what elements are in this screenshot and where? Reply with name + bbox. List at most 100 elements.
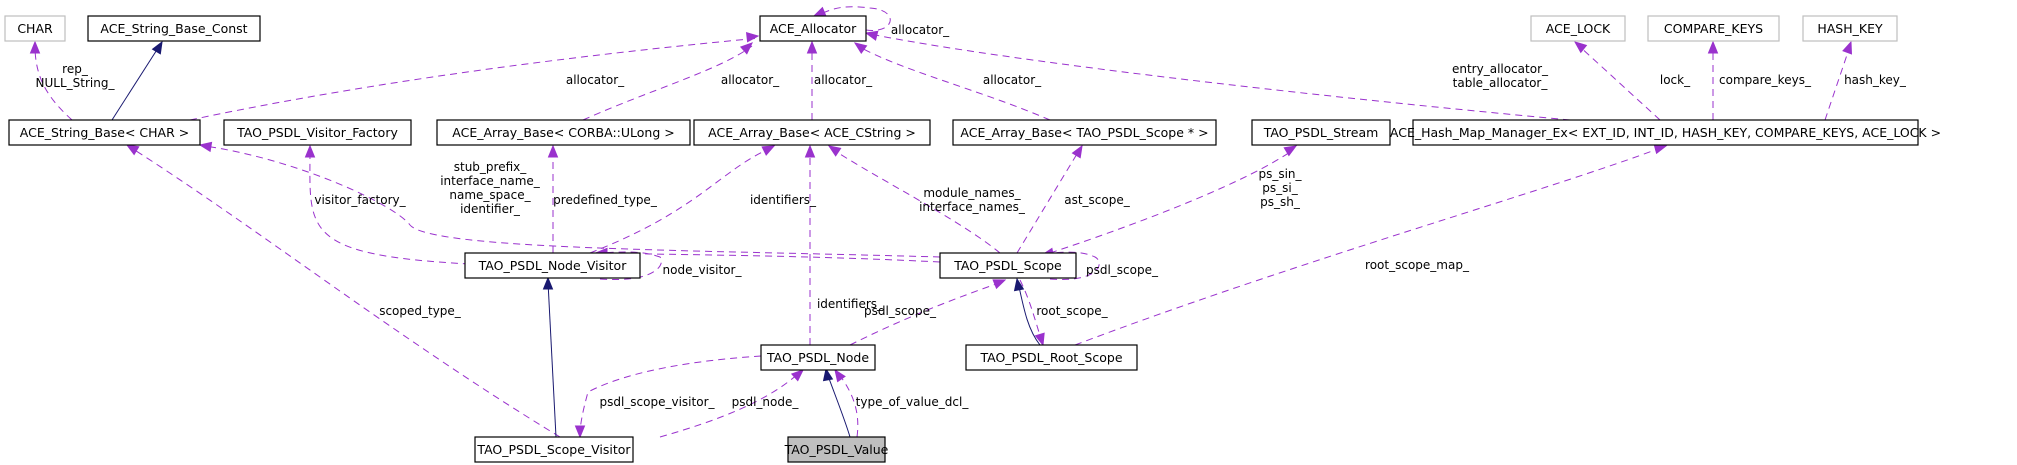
edge-tao-psdl-scope-visitor-to-ace-string-base-char-line: [129, 146, 561, 438]
class-node-ace-hash-map-manager-ex[interactable]: ACE_Hash_Map_Manager_Ex< EXT_ID, INT_ID,…: [1390, 119, 1941, 146]
usage-arrow-icon: [1283, 145, 1298, 157]
edge-tao-psdl-scope-to-ace-array-base-scope-line: [1016, 148, 1081, 254]
usage-arrow-icon: [1653, 143, 1668, 155]
class-node-tao-psdl-root-scope[interactable]: TAO_PSDL_Root_Scope: [965, 344, 1138, 371]
class-node-tao-psdl-scope[interactable]: TAO_PSDL_Scope: [939, 252, 1077, 279]
edge-label: allocator_: [721, 73, 780, 87]
usage-arrow-icon: [547, 144, 559, 158]
edge-ace-string-base-char-to-ace-string-base-const-line: [111, 44, 161, 121]
edge-tao-psdl-scope-to-tao-psdl-root-scope-line: [1019, 279, 1043, 343]
usage-arrow-icon: [804, 144, 816, 158]
class-node-label: TAO_PSDL_Visitor_Factory: [236, 125, 398, 140]
edge-tao-psdl-value-to-tao-psdl-node: [834, 368, 859, 438]
class-node-tao-psdl-node[interactable]: TAO_PSDL_Node: [760, 344, 876, 371]
class-node-tao-psdl-scope-visitor[interactable]: TAO_PSDL_Scope_Visitor: [474, 436, 634, 463]
edge-label: ps_sh_: [1260, 195, 1301, 209]
usage-arrow-icon: [1707, 40, 1719, 54]
class-node-box: [8, 119, 201, 146]
edge-tao-psdl-node-to-ace-array-base-cstring: [804, 144, 816, 345]
edge-tao-psdl-node-visitor-to-ace-array-base-ulong: [547, 144, 559, 253]
edge-ace-string-base-char-to-ace-string-base-const: [111, 40, 163, 121]
edge-ace-array-base-ulong-to-ace-allocator: [582, 42, 753, 121]
class-node-label: TAO_PSDL_Root_Scope: [979, 350, 1122, 365]
edge-tao-psdl-root-scope-to-ace-hash-map-manager-ex-line: [1074, 146, 1664, 346]
class-node-label: COMPARE_KEYS: [1664, 21, 1763, 36]
edge-tao-psdl-scope-to-tao-psdl-node-visitor-line: [599, 252, 941, 263]
edge-ace-array-base-scope-to-ace-allocator: [853, 42, 1051, 121]
usage-arrow-icon: [739, 42, 753, 55]
edge-label: root_scope_map_: [1365, 258, 1470, 272]
edge-label: compare_keys_: [1719, 73, 1812, 87]
class-node-compare-keys[interactable]: COMPARE_KEYS: [1647, 15, 1780, 42]
edge-tao-psdl-root-scope-to-ace-hash-map-manager-ex: [1074, 143, 1668, 346]
class-node-box: [760, 344, 876, 371]
edge-tao-psdl-node-visitor-to-ace-array-base-cstring-line: [589, 147, 772, 254]
usage-arrow-icon: [1034, 332, 1045, 347]
class-node-tao-psdl-value[interactable]: TAO_PSDL_Value: [784, 436, 889, 463]
class-node-ace-array-base-ulong[interactable]: ACE_Array_Base< CORBA::ULong >: [436, 119, 691, 146]
class-node-tao-psdl-visitor-factory[interactable]: TAO_PSDL_Visitor_Factory: [223, 119, 412, 146]
usage-arrow-icon: [304, 144, 316, 158]
class-node-ace-array-base-cstring[interactable]: ACE_Array_Base< ACE_CString >: [693, 119, 931, 146]
edge-label: NULL_String_: [36, 76, 116, 90]
edge-label: interface_name_: [440, 174, 541, 188]
edge-tao-psdl-scope-visitor-to-tao-psdl-node-line: [659, 371, 801, 438]
inheritance-arrow-icon: [151, 40, 163, 55]
edge-tao-psdl-node-visitor-to-tao-psdl-visitor-factory-line: [309, 149, 471, 265]
edge-label: name_space_: [449, 188, 531, 202]
class-node-label: TAO_PSDL_Scope: [953, 258, 1062, 273]
class-node-char[interactable]: CHAR: [4, 15, 66, 42]
edge-label: identifiers_: [817, 297, 884, 311]
class-node-box: [939, 252, 1077, 279]
class-node-ace-allocator[interactable]: ACE_Allocator: [759, 15, 867, 42]
usage-arrow-icon: [834, 368, 846, 383]
usage-arrow-icon: [198, 141, 213, 153]
usage-arrow-icon: [574, 425, 586, 439]
class-node-label: TAO_PSDL_Scope_Visitor: [476, 442, 631, 457]
inheritance-arrow-icon: [542, 276, 554, 290]
edge-label: rep_: [62, 62, 89, 76]
class-node-label: TAO_PSDL_Stream: [1263, 125, 1379, 140]
class-node-ace-array-base-scope[interactable]: ACE_Array_Base< TAO_PSDL_Scope * >: [952, 119, 1217, 146]
class-node-tao-psdl-stream[interactable]: TAO_PSDL_Stream: [1251, 119, 1391, 146]
usage-arrow-icon: [790, 369, 804, 382]
edge-ace-hash-map-manager-ex-to-hash-key: [1824, 40, 1852, 121]
edge-label: ps_sin_: [1258, 167, 1302, 181]
class-node-box: [1251, 119, 1391, 146]
edge-tao-psdl-scope-visitor-to-tao-psdl-node: [659, 369, 804, 438]
edge-tao-psdl-node-to-tao-psdl-scope-visitor: [574, 355, 762, 439]
class-node-ace-string-base-const[interactable]: ACE_String_Base_Const: [87, 15, 261, 42]
edge-tao-psdl-scope-to-ace-array-base-scope: [1016, 144, 1083, 254]
class-node-box: [223, 119, 412, 146]
class-node-label: HASH_KEY: [1817, 21, 1883, 36]
class-node-box: [1412, 119, 1919, 146]
class-node-hash-key[interactable]: HASH_KEY: [1802, 15, 1898, 42]
edge-tao-psdl-scope-visitor-to-ace-string-base-char: [125, 144, 561, 438]
edge-label: visitor_factory_: [314, 193, 406, 207]
edge-labels-layer: rep_NULL_String_allocator_allocator_allo…: [36, 23, 1907, 409]
class-node-tao-psdl-node-visitor[interactable]: TAO_PSDL_Node_Visitor: [464, 252, 641, 279]
class-node-label: ACE_String_Base_Const: [100, 21, 247, 36]
edge-tao-psdl-value-to-tao-psdl-node-line: [837, 372, 859, 438]
edge-label: identifiers_: [750, 193, 817, 207]
edge-tao-psdl-scope-to-ace-array-base-cstring-line: [831, 148, 1001, 254]
edge-label: allocator_: [566, 73, 625, 87]
class-node-ace-lock[interactable]: ACE_LOCK: [1530, 15, 1626, 42]
edge-label: table_allocator_: [1453, 76, 1549, 90]
class-node-ace-string-base-char[interactable]: ACE_String_Base< CHAR >: [8, 119, 201, 146]
edge-label: scoped_type_: [379, 304, 462, 318]
usage-arrow-icon: [864, 30, 879, 41]
edge-ace-array-base-scope-to-ace-allocator-line: [857, 45, 1051, 121]
usage-arrow-icon: [1573, 41, 1588, 54]
edge-label: psdl_scope_visitor_: [599, 395, 715, 409]
class-node-label: ACE_Array_Base< CORBA::ULong >: [452, 125, 674, 140]
class-node-box: [1647, 15, 1780, 42]
class-node-label: ACE_Allocator: [770, 21, 857, 36]
edge-label: psdl_scope_: [1086, 263, 1159, 277]
class-node-label: ACE_Array_Base< TAO_PSDL_Scope * >: [960, 125, 1208, 140]
edge-label: psdl_node_: [732, 395, 800, 409]
usage-arrow-icon: [125, 144, 140, 156]
edge-label: predefined_type_: [553, 193, 658, 207]
